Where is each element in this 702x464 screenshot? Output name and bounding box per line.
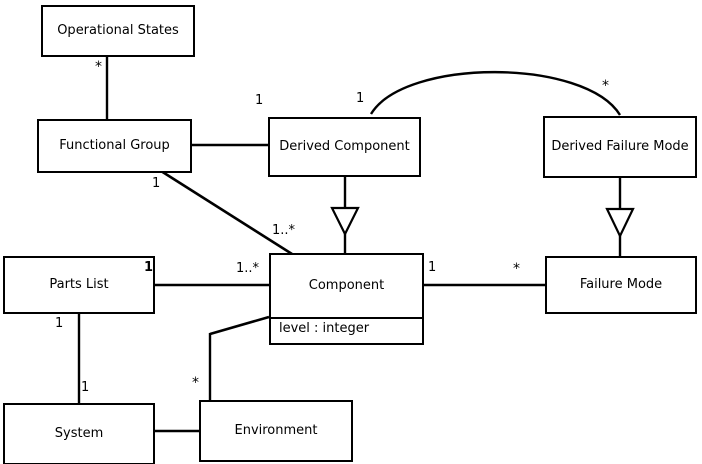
class-box-derived-component[interactable]: Derived Component: [268, 117, 421, 177]
connector-component-environment-diagonal: [209, 315, 270, 336]
class-name-component: Component: [308, 277, 385, 293]
class-box-parts-list[interactable]: Parts List: [3, 256, 155, 314]
class-box-component[interactable]: Component level : integer: [269, 253, 424, 345]
class-name-functional-group: Functional Group: [59, 137, 170, 153]
multiplicity-parts-list-component-far: 1..*: [236, 261, 260, 276]
multiplicity-operational-states-functional-group: *: [95, 59, 102, 75]
multiplicity-parts-list-component-near: 1: [144, 260, 154, 275]
class-box-environment[interactable]: Environment: [199, 400, 353, 462]
multiplicity-functional-group-derived-component: 1: [255, 93, 264, 108]
class-name-operational-states: Operational States: [57, 22, 179, 38]
multiplicity-environment-component: *: [192, 375, 199, 391]
class-box-system[interactable]: System: [3, 403, 155, 464]
class-box-functional-group[interactable]: Functional Group: [37, 119, 192, 173]
multiplicity-derived-failure-mode-curve: *: [602, 78, 609, 94]
connector-derived-component-derived-failure-mode: [369, 70, 622, 116]
class-name-derived-component: Derived Component: [279, 138, 410, 154]
connector-functional-group-component: [160, 169, 293, 256]
class-attribute-component-level: level : integer: [271, 317, 422, 339]
multiplicity-parts-list-system-bottom: 1: [81, 380, 90, 395]
class-name-environment: Environment: [234, 422, 318, 438]
multiplicity-component-failure-mode-near: 1: [428, 260, 437, 275]
class-name-parts-list: Parts List: [49, 276, 109, 292]
multiplicity-component-failure-mode-far: *: [513, 261, 520, 277]
class-box-derived-failure-mode[interactable]: Derived Failure Mode: [543, 116, 697, 178]
class-name-derived-failure-mode: Derived Failure Mode: [551, 138, 689, 154]
class-box-failure-mode[interactable]: Failure Mode: [545, 256, 697, 314]
multiplicity-functional-group-component-near: 1: [152, 176, 161, 191]
generalization-triangle-component: [330, 206, 360, 237]
multiplicity-derived-component-curve: 1: [356, 91, 365, 106]
generalization-triangle-failure-mode: [605, 207, 635, 239]
multiplicity-functional-group-component-far: 1..*: [272, 223, 296, 238]
class-box-operational-states[interactable]: Operational States: [41, 5, 195, 57]
multiplicity-parts-list-system-top: 1: [55, 316, 64, 331]
class-name-failure-mode: Failure Mode: [579, 276, 663, 292]
class-name-system: System: [54, 425, 104, 441]
